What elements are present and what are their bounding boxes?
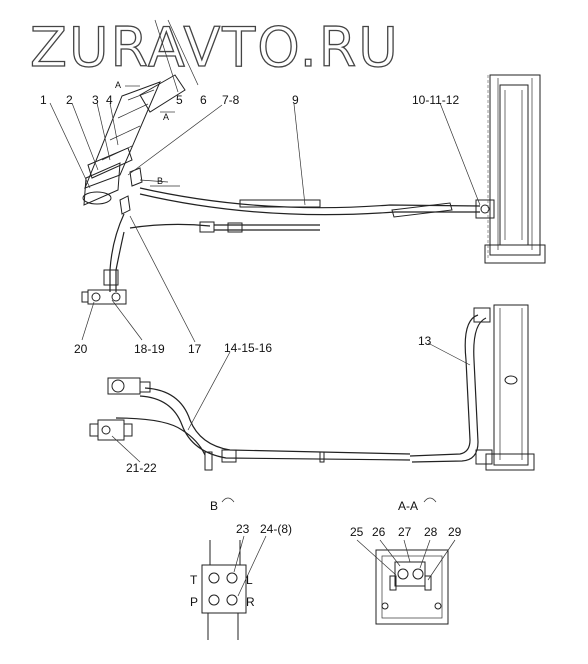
port-p: P	[190, 595, 198, 609]
hose-13	[409, 304, 535, 471]
view-b-title: B	[210, 499, 218, 513]
callout-5: 5	[176, 93, 183, 107]
cylinder-10-11-12	[475, 74, 546, 264]
watermark: ZURAVTO.RU	[30, 16, 400, 79]
callout-21-22: 21-22	[126, 461, 157, 475]
section-b-arrow: B	[157, 176, 163, 186]
section-markers: A A B	[115, 80, 180, 187]
callout-23: 23	[236, 522, 250, 536]
valve-21-22	[89, 419, 133, 441]
callout-13: 13	[418, 334, 432, 348]
callout-27: 27	[398, 525, 412, 539]
port-l: L	[246, 573, 253, 587]
callout-10-11-12: 10-11-12	[412, 93, 459, 107]
callout-29: 29	[448, 525, 462, 539]
hose-17	[103, 213, 320, 292]
leader-lines	[49, 19, 481, 463]
callout-2: 2	[66, 93, 73, 107]
callout-1: 1	[40, 93, 47, 107]
tee-block-20	[81, 289, 127, 305]
callout-26: 26	[372, 525, 386, 539]
callout-labels: 1 2 3 4 5 6 7-8 9 10-11-12 13 14-15-16 1…	[40, 93, 459, 475]
section-a-top: A	[115, 80, 121, 90]
port-t: T	[190, 573, 198, 587]
port-r: R	[246, 595, 255, 609]
callout-20: 20	[74, 342, 88, 356]
callout-3: 3	[92, 93, 99, 107]
view-b: B 23 24-(8) T P L R	[190, 497, 292, 640]
callout-25: 25	[350, 525, 364, 539]
callout-6: 6	[200, 93, 207, 107]
view-a-a: A-A 25 26 27 28 29	[350, 497, 462, 625]
valve-upper-left	[107, 377, 151, 395]
callout-9: 9	[292, 93, 299, 107]
callout-18-19: 18-19	[134, 342, 165, 356]
callout-17: 17	[188, 342, 202, 356]
steering-valve-assembly	[82, 74, 186, 215]
view-aa-title: A-A	[398, 499, 418, 513]
hose-14-15-16	[115, 387, 411, 471]
callout-7-8: 7-8	[222, 93, 240, 107]
callout-24-8: 24-(8)	[260, 522, 292, 536]
callout-4: 4	[106, 93, 113, 107]
callout-28: 28	[424, 525, 438, 539]
callout-14-15-16: 14-15-16	[224, 341, 272, 355]
hose-9	[139, 187, 481, 218]
section-a-lower: A	[163, 112, 169, 122]
